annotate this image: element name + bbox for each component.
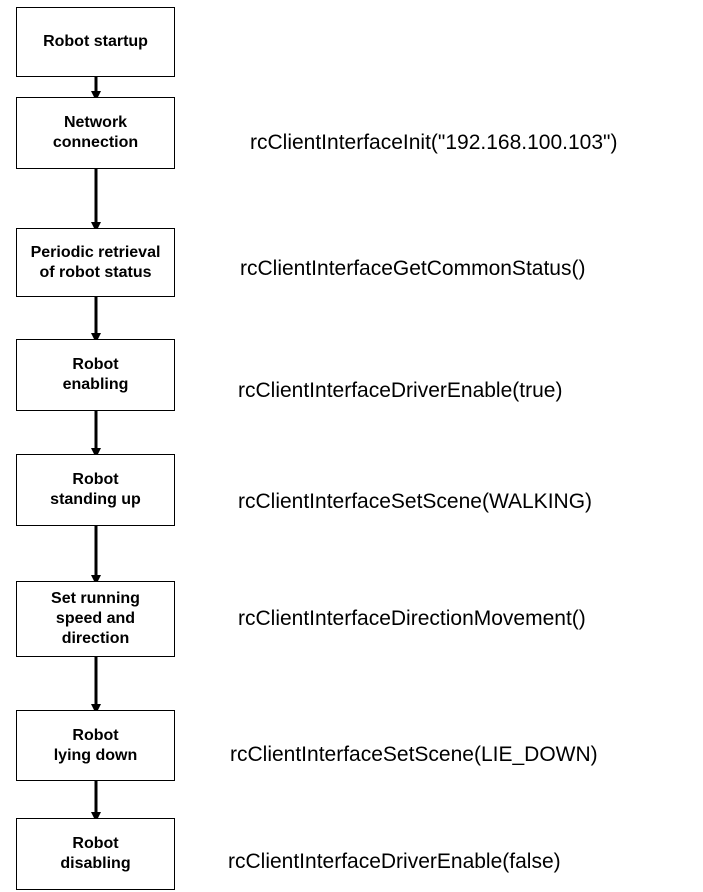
api-call-6: rcClientInterfaceDirectionMovement()	[238, 607, 586, 630]
api-call-4: rcClientInterfaceDriverEnable(true)	[238, 379, 563, 402]
step-label: Robot standing up	[50, 471, 141, 508]
step-label: Set running speed and direction	[51, 590, 140, 647]
api-call-7: rcClientInterfaceSetScene(LIE_DOWN)	[230, 743, 598, 766]
step-box-7: Robot lying down	[16, 710, 175, 781]
api-call-2: rcClientInterfaceInit("192.168.100.103")	[250, 131, 618, 154]
step-box-5: Robot standing up	[16, 454, 175, 526]
api-call-5: rcClientInterfaceSetScene(WALKING)	[238, 490, 593, 513]
step-label: Robot enabling	[62, 356, 129, 393]
step-box-6: Set running speed and direction	[16, 581, 175, 657]
api-call-8: rcClientInterfaceDriverEnable(false)	[228, 850, 561, 873]
step-label: Robot disabling	[60, 835, 131, 872]
step-box-3: Periodic retrieval of robot status	[16, 228, 175, 297]
step-box-1: Robot startup	[16, 7, 175, 77]
step-label: Periodic retrieval of robot status	[30, 243, 161, 281]
step-label: Robot lying down	[53, 726, 138, 764]
api-call-3: rcClientInterfaceGetCommonStatus()	[240, 257, 586, 280]
step-label: Robot startup	[43, 33, 148, 50]
step-box-2: Network connection	[16, 97, 175, 169]
step-box-4: Robot enabling	[16, 339, 175, 411]
step-box-8: Robot disabling	[16, 818, 175, 890]
step-label: Network connection	[52, 114, 139, 151]
